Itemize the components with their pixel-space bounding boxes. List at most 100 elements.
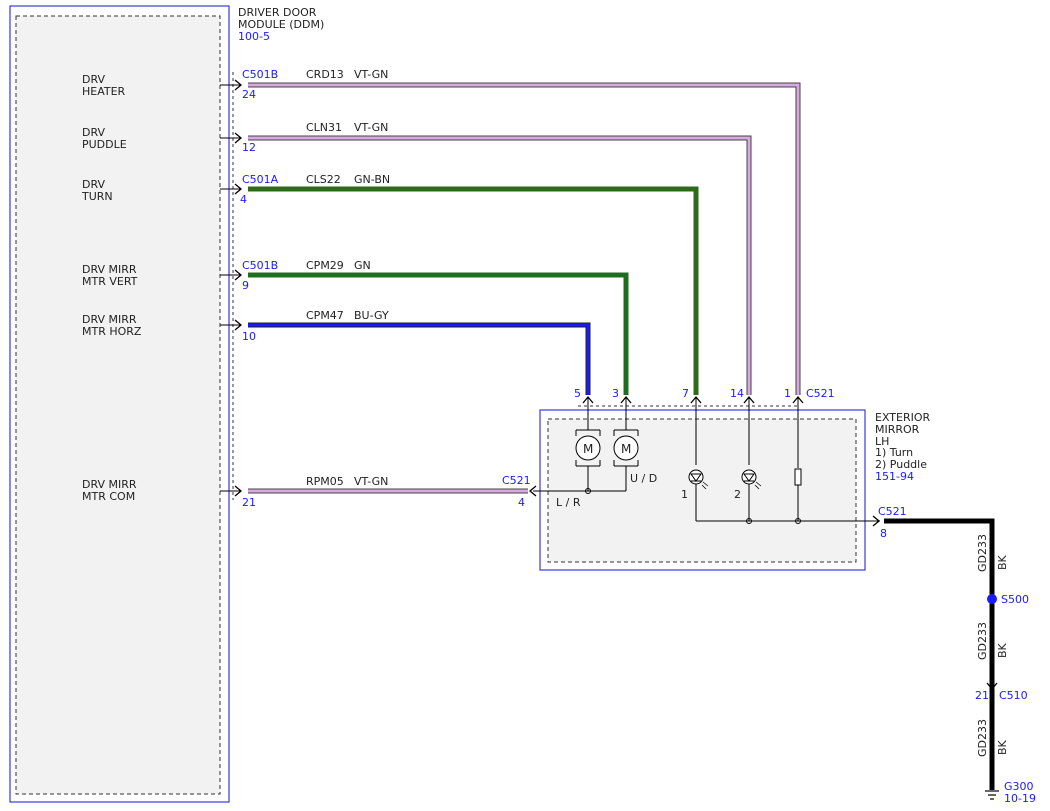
heater-element-icon [794, 468, 802, 521]
motor-lr-label: L / R [556, 496, 581, 509]
circuit-heater-color: VT-GN [354, 68, 388, 81]
ground-symbol-icon [985, 790, 999, 800]
mirror-note-puddle: 2) Puddle [875, 458, 927, 471]
ground-color-1: BK [996, 554, 1009, 570]
circuit-heater-label1: DRV [82, 73, 106, 86]
circuit-vert-id: CPM29 [306, 259, 344, 272]
ddm-module-inner [15, 15, 221, 795]
circuit-turn-wire [248, 186, 699, 395]
ground-bus-junction-2 [795, 518, 801, 524]
circuit-turn-connector[interactable]: C501A [242, 173, 279, 186]
ground-color-2: BK [996, 642, 1009, 658]
mirror-pin-3: 3 [612, 387, 632, 430]
circuit-turn-label1: DRV [82, 178, 106, 191]
ddm-module-outline [9, 5, 230, 803]
circuit-com-id: RPM05 [306, 475, 344, 488]
circuit-puddle-pin: 12 [242, 141, 256, 154]
ground-circuit-1: GD233 [976, 534, 989, 572]
circuit-horz-color: BU-GY [354, 309, 389, 322]
inline-c510-pin: 21 [975, 689, 989, 702]
ground-circuit-2: GD233 [976, 622, 989, 660]
circuit-horz-label2: MTR HORZ [82, 325, 142, 338]
circuit-heater-connector[interactable]: C501B [242, 68, 278, 81]
inline-c510-label[interactable]: C510 [999, 689, 1028, 702]
circuit-turn-pin: 4 [240, 193, 247, 206]
mirror-pin-7: 7 [682, 387, 702, 465]
puddle-lamp-icon: 2 [734, 469, 762, 521]
circuit-horz-wire [248, 323, 590, 395]
ground-wire [884, 518, 995, 790]
motor-ud: M [613, 429, 639, 491]
svg-text:7: 7 [682, 387, 689, 400]
mirror-pin-5: 5 [574, 387, 594, 430]
circuit-vert-connector[interactable]: C501B [242, 259, 278, 272]
circuit-vert-wire [248, 272, 629, 395]
circuit-com-label2: MTR COM [82, 490, 135, 503]
circuit-com-label1: DRV MIRR [82, 478, 137, 491]
circuit-com-mirror-pin: 4 [518, 496, 525, 509]
ground-point-ref[interactable]: 10-19 [1004, 792, 1036, 805]
ground-point-label[interactable]: G300 [1004, 780, 1034, 793]
circuit-turn-label2: TURN [81, 190, 113, 203]
mirror-connector-label[interactable]: C521 [806, 387, 835, 400]
motor-lr: M [575, 429, 601, 491]
ddm-title-line1: DRIVER DOOR [238, 6, 317, 19]
turn-lamp-icon: 1 [681, 469, 709, 521]
circuit-puddle-label2: PUDDLE [82, 138, 127, 151]
ground-out-pin: 8 [880, 527, 887, 540]
mirror-title-line2: MIRROR [875, 423, 920, 436]
circuit-heater-arrow [234, 79, 243, 91]
circuit-turn-arrow [234, 183, 243, 195]
svg-text:1: 1 [681, 488, 688, 501]
circuit-com-color: VT-GN [354, 475, 388, 488]
svg-text:M: M [621, 442, 631, 456]
circuit-horz-id: CPM47 [306, 309, 344, 322]
ground-circuit-3: GD233 [976, 719, 989, 757]
circuit-vert-color: GN [354, 259, 371, 272]
circuit-com-arrow [234, 485, 243, 497]
motor-common-arrow [528, 485, 537, 497]
circuit-heater-id: CRD13 [306, 68, 344, 81]
circuit-horz-wire-outline [248, 322, 591, 395]
ground-out-arrow [872, 515, 881, 527]
circuit-com-mirror-connector[interactable]: C521 [502, 474, 531, 487]
svg-text:M: M [583, 442, 593, 456]
circuit-com-pin: 21 [242, 496, 256, 509]
svg-text:14: 14 [730, 387, 744, 400]
ground-bus-junction-1 [746, 518, 752, 524]
circuit-puddle-color: VT-GN [354, 121, 388, 134]
motor-ud-label: U / D [630, 472, 657, 485]
circuit-turn-color: GN-BN [354, 173, 390, 186]
ddm-title-line2: MODULE (DDM) [238, 18, 324, 31]
circuit-puddle-arrow [234, 132, 243, 144]
circuit-horz-pin: 10 [242, 330, 256, 343]
mirror-ref-link[interactable]: 151-94 [875, 470, 914, 483]
mirror-pin-14: 14 [730, 387, 755, 465]
circuit-vert-label2: MTR VERT [82, 275, 138, 288]
circuit-vert-pin: 9 [242, 279, 249, 292]
circuit-puddle-wire [248, 136, 751, 395]
circuit-turn-id: CLS22 [306, 173, 341, 186]
circuit-puddle-id: CLN31 [306, 121, 342, 134]
svg-text:1: 1 [784, 387, 791, 400]
circuit-heater-wire [248, 83, 800, 395]
circuit-vert-label1: DRV MIRR [82, 263, 137, 276]
inline-c510-arrow [986, 682, 998, 691]
circuit-puddle-label1: DRV [82, 126, 106, 139]
mirror-title-line1: EXTERIOR [875, 411, 931, 424]
motor-common-junction [585, 488, 591, 494]
circuit-horz-label1: DRV MIRR [82, 313, 137, 326]
mirror-note-turn: 1) Turn [875, 446, 913, 459]
svg-text:3: 3 [612, 387, 619, 400]
mirror-pin-1: 1 [784, 387, 804, 468]
ddm-ref-link[interactable]: 100-5 [238, 30, 270, 43]
circuit-heater-pin: 24 [242, 88, 256, 101]
splice-s500-label[interactable]: S500 [1001, 593, 1029, 606]
mirror-module-outline [539, 409, 866, 571]
svg-text:5: 5 [574, 387, 581, 400]
circuit-vert-arrow [234, 269, 243, 281]
svg-text:2: 2 [734, 488, 741, 501]
ground-out-connector[interactable]: C521 [878, 505, 907, 518]
mirror-title-line3: LH [875, 435, 889, 448]
